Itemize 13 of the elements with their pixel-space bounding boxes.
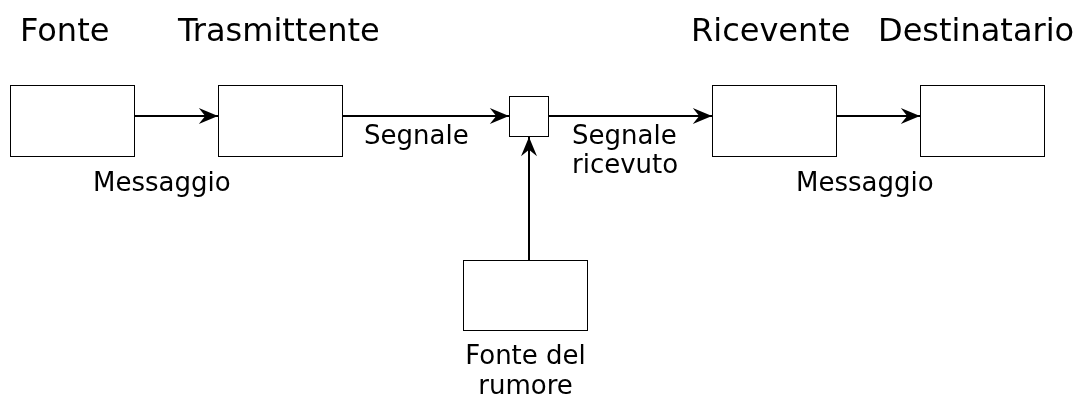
arrow bbox=[548, 108, 713, 124]
arrow bbox=[521, 136, 537, 261]
block-title: Destinatario bbox=[878, 12, 1075, 48]
edge-label: Messaggio bbox=[796, 168, 934, 197]
arrow bbox=[134, 108, 219, 124]
block-title: Trasmittente bbox=[178, 12, 380, 48]
edge-label: Segnale bbox=[364, 121, 469, 150]
block-title: Ricevente bbox=[691, 12, 851, 48]
block-caption: Fonte del rumore bbox=[464, 340, 587, 400]
edge-label: Messaggio bbox=[93, 168, 231, 197]
arrow bbox=[836, 108, 921, 124]
arrow bbox=[342, 108, 510, 124]
block-title: Fonte bbox=[20, 12, 110, 48]
